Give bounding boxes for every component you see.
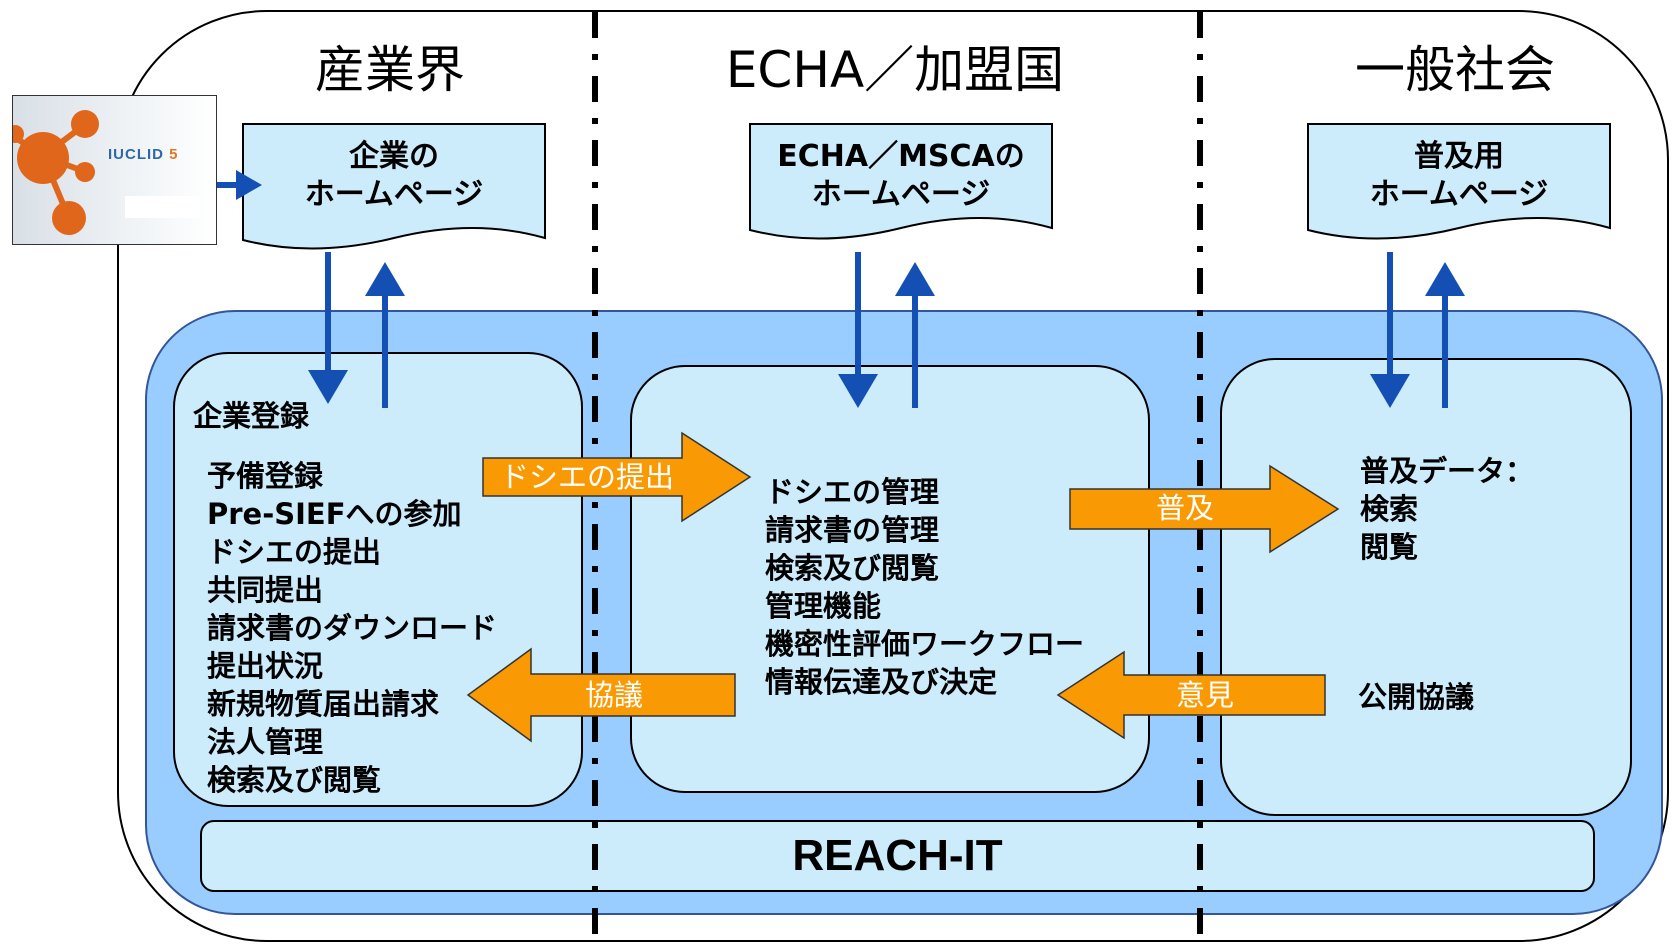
industry-item: 共同提出 (207, 573, 324, 607)
industry-item: 新規物質届出請求 (207, 687, 440, 721)
echa-item: 機密性評価ワークフロー (765, 627, 1085, 661)
homepage-public-line2: ホームページ (1369, 177, 1549, 212)
column-heading-echa: ECHA／加盟国 (725, 41, 1065, 99)
arrow-logo-head (236, 170, 262, 200)
column-heading-industry: 産業界 (315, 41, 465, 99)
iuclid-logo (12, 95, 217, 245)
arrow-down-industry-head (308, 370, 348, 404)
arrow-opinion (1056, 650, 1326, 740)
dissemination-item: 閲覧 (1360, 530, 1419, 564)
dissemination-data-title: 普及データ： (1360, 454, 1535, 488)
iuclid-version: 5 (169, 146, 179, 163)
echa-item: ドシエの管理 (765, 475, 940, 509)
industry-item: ドシエの提出 (207, 535, 382, 569)
arrow-up-echa-head (895, 262, 935, 296)
arrow-dossier-submission (482, 431, 752, 523)
company-registration-title: 企業登録 (193, 399, 310, 433)
industry-item: 予備登録 (207, 459, 324, 493)
public-panel (1220, 358, 1632, 816)
homepage-echa-line1: ECHA／MSCAの (777, 139, 1025, 174)
column-heading-public: 一般社会 (1355, 41, 1555, 99)
opinion-arrow-label: 意見 (1176, 678, 1235, 712)
arrow-down-echa-head (838, 374, 878, 408)
homepage-industry-line1: 企業の (349, 139, 439, 174)
echa-item: 情報伝達及び決定 (765, 665, 998, 699)
homepage-label-industry: 企業の ホームページ (243, 138, 545, 214)
homepage-echa-line2: ホームページ (811, 177, 991, 212)
industry-item: Pre-SIEFへの参加 (207, 497, 462, 531)
dissemination-item: 検索 (1360, 492, 1419, 526)
dissemination-arrow-label: 普及 (1156, 491, 1215, 525)
industry-item: 請求書のダウンロード (207, 611, 498, 645)
arrow-up-public-head (1425, 262, 1465, 296)
dissemination-data-list: 普及データ： 検索 閲覧 (1360, 452, 1534, 566)
arrow-dissemination (1069, 464, 1340, 554)
consultation-arrow-label: 協議 (585, 678, 644, 712)
homepage-document-industry (242, 123, 546, 250)
dossier-submission-arrow-label: ドシエの提出 (500, 460, 675, 494)
industry-item: 提出状況 (207, 649, 324, 683)
industry-function-list: 予備登録 Pre-SIEFへの参加 ドシエの提出 共同提出 請求書のダウンロード… (207, 457, 497, 799)
homepage-label-echa: ECHA／MSCAの ホームページ (750, 138, 1052, 214)
echa-item: 管理機能 (765, 589, 882, 623)
industry-item: 検索及び閲覧 (207, 763, 382, 797)
echa-panel (630, 365, 1150, 793)
homepage-industry-line2: ホームページ (304, 177, 484, 212)
arrow-up-industry-head (365, 262, 405, 296)
echa-item: 請求書の管理 (765, 513, 940, 547)
industry-panel (173, 352, 583, 807)
homepage-document-public (1307, 123, 1611, 240)
public-consultation-label: 公開協議 (1358, 680, 1475, 714)
echa-item: 検索及び閲覧 (765, 551, 940, 585)
echa-function-list: ドシエの管理 請求書の管理 検索及び閲覧 管理機能 機密性評価ワークフロー 情報… (765, 473, 1084, 701)
reach-it-bar: REACH-IT (200, 820, 1595, 892)
homepage-public-line1: 普及用 (1414, 139, 1504, 174)
iuclid-brand: IUCLID (108, 146, 164, 163)
molecule-icon (13, 110, 200, 235)
arrow-down-public-head (1370, 374, 1410, 408)
arrow-consultation (466, 647, 736, 743)
industry-item: 法人管理 (207, 725, 324, 759)
homepage-label-public: 普及用 ホームページ (1308, 138, 1610, 214)
iuclid-logo-text: IUCLID 5 (108, 146, 179, 163)
homepage-document-echa (749, 123, 1053, 240)
